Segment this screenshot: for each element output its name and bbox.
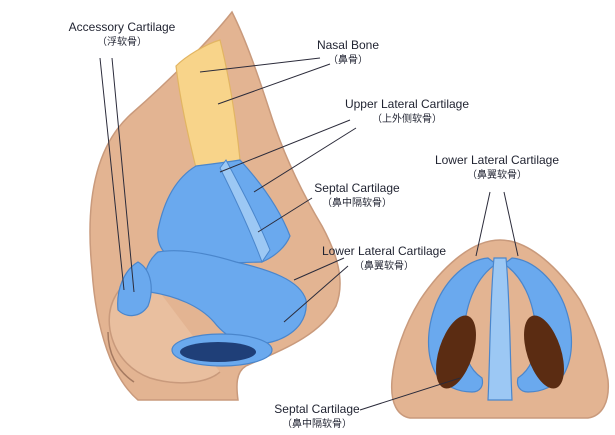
leader-lower-lateral-side-1: [293, 257, 345, 281]
label-nasal-bone-en: Nasal Bone: [316, 38, 380, 52]
alar-crease: [107, 331, 135, 383]
label-nasal-bone-zh: （鼻骨）: [328, 55, 368, 66]
label-accessory-zh: （浮软骨）: [97, 37, 147, 48]
side-view-nose: [89, 10, 341, 401]
label-septal-cartilage-side: Septal Cartilage （鼻中隔软骨）: [302, 181, 412, 211]
leader-lines: [99, 57, 519, 411]
label-septal-base-zh: （鼻中隔软骨）: [282, 419, 352, 430]
label-accessory-en: Accessory Cartilage: [68, 20, 176, 34]
label-upper-lateral-en: Upper Lateral Cartilage: [344, 97, 470, 111]
leader-upper-lateral-1: [219, 119, 351, 173]
label-lower-lateral-base-en: Lower Lateral Cartilage: [434, 153, 560, 167]
label-upper-lateral-cartilage: Upper Lateral Cartilage （上外侧软骨）: [332, 97, 482, 127]
leader-accessory-2: [111, 57, 135, 293]
leader-septal-base: [359, 377, 461, 411]
leader-accessory-1: [99, 57, 125, 291]
base-left-nostril: [436, 315, 476, 389]
label-lower-lateral-cartilage-side: Lower Lateral Cartilage （鼻翼软骨）: [310, 244, 458, 274]
septal-cartilage-strip: [219, 159, 271, 264]
label-septal-side-zh: （鼻中隔软骨）: [322, 198, 392, 209]
leader-nasal-bone-1: [199, 57, 321, 73]
label-lower-lateral-base-zh: （鼻翼软骨）: [467, 170, 527, 181]
leader-septal-side: [257, 197, 313, 233]
label-septal-cartilage-base: Septal Cartilage （鼻中隔软骨）: [262, 402, 372, 432]
label-lower-lateral-side-en: Lower Lateral Cartilage: [321, 244, 447, 258]
label-lower-lateral-side-zh: （鼻翼软骨）: [354, 261, 414, 272]
base-right-nostril: [524, 315, 564, 389]
side-view-nostril: [180, 342, 256, 362]
base-view-nose: [390, 239, 610, 419]
accessory-cartilage-shape: [117, 261, 152, 317]
leader-lower-lateral-side-2: [283, 265, 349, 323]
label-accessory-cartilage: Accessory Cartilage （浮软骨）: [54, 20, 190, 50]
label-septal-side-en: Septal Cartilage: [314, 181, 400, 195]
leader-lower-lateral-base-2: [503, 191, 519, 257]
base-columella: [487, 257, 513, 401]
label-septal-base-en: Septal Cartilage: [274, 402, 360, 416]
label-lower-lateral-cartilage-base: Lower Lateral Cartilage （鼻翼软骨）: [422, 153, 572, 183]
leader-lower-lateral-base-1: [475, 191, 491, 257]
label-nasal-bone: Nasal Bone （鼻骨）: [298, 38, 398, 68]
leader-nasal-bone-2: [217, 63, 331, 105]
leader-upper-lateral-2: [253, 127, 357, 193]
label-upper-lateral-zh: （上外侧软骨）: [372, 114, 442, 125]
